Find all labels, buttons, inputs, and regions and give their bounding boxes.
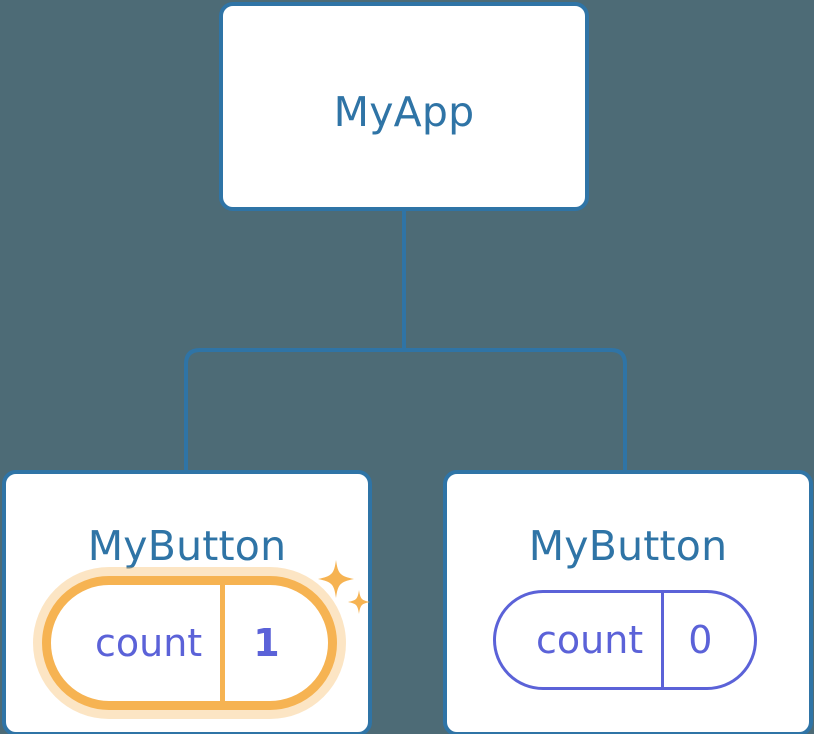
node-title-myapp: MyApp	[333, 88, 475, 136]
node-title-mybutton-left: MyButton	[87, 522, 287, 570]
wire-branch-left	[184, 348, 404, 472]
wire-branch-right	[404, 348, 627, 472]
node-card-myapp[interactable]: MyApp	[219, 2, 589, 211]
state-chip-left-key: count	[51, 585, 226, 701]
state-chip-right[interactable]: count 0	[493, 590, 758, 690]
state-chip-left[interactable]: count 1	[42, 576, 337, 710]
state-chip-right-value: 0	[688, 618, 713, 662]
node-title-mybutton-right: MyButton	[528, 522, 728, 570]
state-chip-left-value: 1	[253, 621, 280, 665]
state-chip-right-key: count	[496, 593, 665, 687]
